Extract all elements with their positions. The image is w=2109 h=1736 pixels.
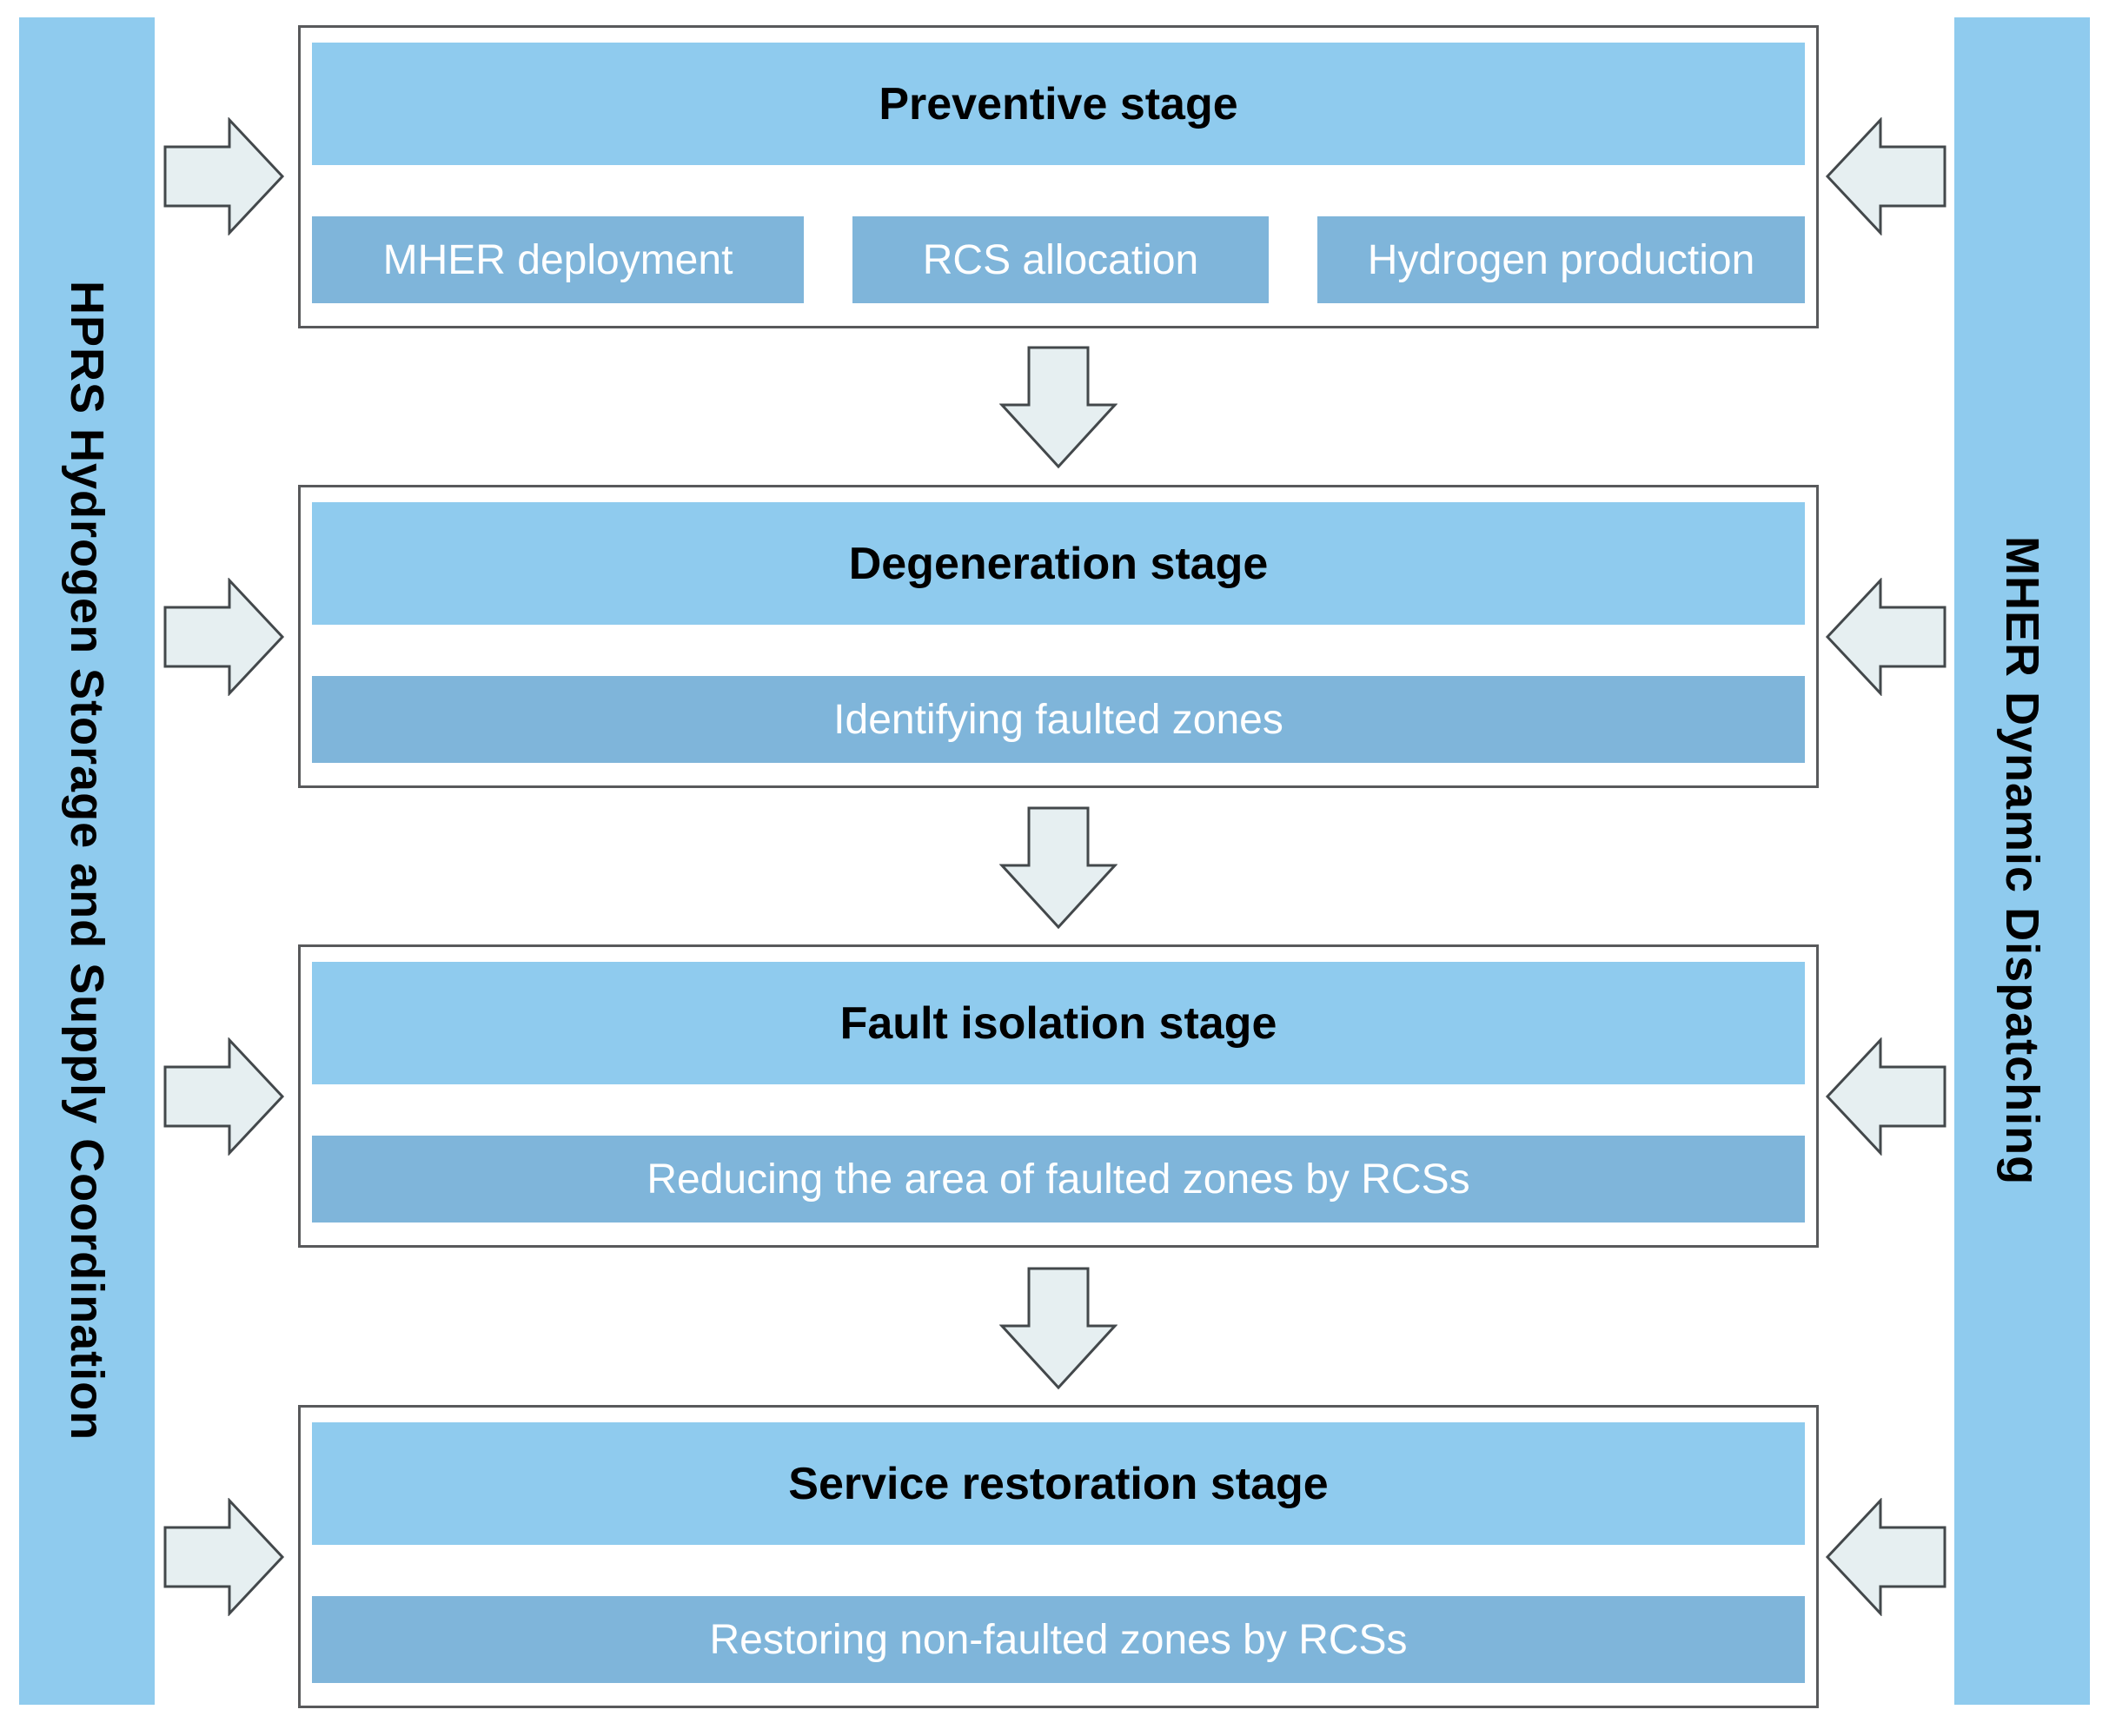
stage-service-restoration-tasks: Restoring non-faulted zones by RCSs bbox=[312, 1596, 1805, 1683]
stage-service-restoration-title: Service restoration stage bbox=[788, 1458, 1329, 1509]
mher-dispatching-label: MHER Dynamic Dispatching bbox=[1996, 536, 2048, 1186]
task-hydrogen-production: Hydrogen production bbox=[1317, 216, 1805, 303]
down-block-arrow-icon bbox=[999, 806, 1118, 930]
stage-preventive: Preventive stage MHER deployment RCS all… bbox=[298, 25, 1819, 328]
stage-service-restoration: Service restoration stage Restoring non-… bbox=[298, 1405, 1819, 1708]
right-block-arrow-icon bbox=[163, 578, 285, 696]
task-identifying-faulted-zones-label: Identifying faulted zones bbox=[833, 696, 1283, 743]
task-restoring-nonfaulted-zones: Restoring non-faulted zones by RCSs bbox=[312, 1596, 1805, 1683]
task-rcs-allocation: RCS allocation bbox=[852, 216, 1269, 303]
left-block-arrow-icon bbox=[1825, 1037, 1947, 1156]
down-block-arrow-icon bbox=[999, 346, 1118, 469]
left-block-arrow-icon bbox=[1825, 578, 1947, 696]
left-block-arrow-icon bbox=[1825, 1498, 1947, 1616]
mher-dispatching-bar: MHER Dynamic Dispatching bbox=[1954, 17, 2090, 1705]
stage-fault-isolation-tasks: Reducing the area of faulted zones by RC… bbox=[312, 1136, 1805, 1222]
stage-preventive-tasks: MHER deployment RCS allocation Hydrogen … bbox=[312, 216, 1805, 303]
stage-fault-isolation-title: Fault isolation stage bbox=[839, 997, 1277, 1049]
task-hydrogen-production-label: Hydrogen production bbox=[1367, 236, 1755, 283]
stage-preventive-title-bar: Preventive stage bbox=[312, 43, 1805, 165]
left-block-arrow-icon bbox=[1825, 117, 1947, 235]
down-block-arrow-icon bbox=[999, 1267, 1118, 1390]
right-block-arrow-icon bbox=[163, 1498, 285, 1616]
stage-degeneration: Degeneration stage Identifying faulted z… bbox=[298, 485, 1819, 788]
hprs-coordination-bar: HPRS Hydrogen Storage and Supply Coordin… bbox=[19, 17, 155, 1705]
hprs-coordination-label: HPRS Hydrogen Storage and Supply Coordin… bbox=[61, 281, 113, 1441]
task-reducing-faulted-area-label: Reducing the area of faulted zones by RC… bbox=[647, 1156, 1470, 1203]
right-block-arrow-icon bbox=[163, 1037, 285, 1156]
task-mher-deployment: MHER deployment bbox=[312, 216, 804, 303]
task-identifying-faulted-zones: Identifying faulted zones bbox=[312, 676, 1805, 763]
task-mher-deployment-label: MHER deployment bbox=[382, 236, 733, 283]
stage-fault-isolation: Fault isolation stage Reducing the area … bbox=[298, 944, 1819, 1248]
task-rcs-allocation-label: RCS allocation bbox=[922, 236, 1199, 283]
stage-degeneration-title-bar: Degeneration stage bbox=[312, 502, 1805, 625]
stage-service-restoration-title-bar: Service restoration stage bbox=[312, 1422, 1805, 1545]
task-reducing-faulted-area: Reducing the area of faulted zones by RC… bbox=[312, 1136, 1805, 1222]
right-block-arrow-icon bbox=[163, 117, 285, 235]
stage-degeneration-tasks: Identifying faulted zones bbox=[312, 676, 1805, 763]
stage-degeneration-title: Degeneration stage bbox=[848, 538, 1269, 589]
task-restoring-nonfaulted-zones-label: Restoring non-faulted zones by RCSs bbox=[709, 1616, 1408, 1663]
stage-fault-isolation-title-bar: Fault isolation stage bbox=[312, 962, 1805, 1084]
stage-preventive-title: Preventive stage bbox=[879, 78, 1238, 129]
